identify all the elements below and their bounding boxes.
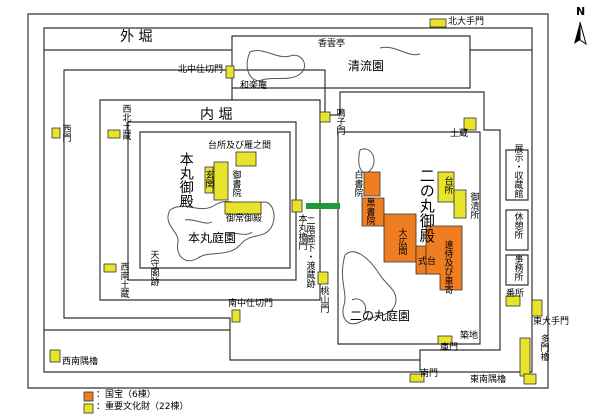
area-gosho: 御書院 <box>230 170 241 197</box>
area-seiryuen: 清流園 <box>348 59 385 73</box>
northwest-tozo-building <box>107 129 121 139</box>
legend-national-text: ：国宝（6棟） <box>96 390 156 400</box>
area-shikidai: 式台 <box>418 257 437 267</box>
north-nakajikiri-building <box>225 65 235 79</box>
gate-honmaru-yagura: 本丸櫓門 <box>296 214 307 250</box>
daidokoro-tsubone-building <box>235 151 257 167</box>
gosho-building <box>213 161 229 201</box>
inner-moat-inner-edge <box>127 121 297 281</box>
southeast-sumi-building <box>523 373 537 385</box>
gate-higashi-otemon: 東大手門 <box>533 317 570 327</box>
area-banjo: 番所 <box>506 289 525 299</box>
shiroshoin-building <box>363 171 381 197</box>
inner-moat-label: 内 堀 <box>200 107 233 123</box>
legend-important-swatch <box>83 403 94 414</box>
legend-important-text: ：重要文化財（22棟） <box>96 402 189 412</box>
genkan-building <box>204 166 214 194</box>
nikai-corridor-bridge <box>306 203 340 209</box>
important-property-buildings <box>49 18 543 385</box>
honmaru-yagura-building <box>291 199 303 213</box>
area-nikai: 二階廊下・渡蔵跡 <box>304 216 315 288</box>
minami-nakajikiri-building <box>231 309 241 323</box>
area-ohiroma: 大広間 <box>396 228 407 255</box>
area-gotsune: 御常御殿 <box>226 214 263 224</box>
outer-moat-label: 外 堀 <box>120 29 153 45</box>
area-daidokoro-tsubone: 台所及び雁之間 <box>208 141 272 151</box>
inner-moat-outer-edge <box>99 99 321 301</box>
area-genkan: 玄関 <box>203 170 214 188</box>
ninomaru-garden <box>341 148 397 325</box>
area-okuresho: 御清所 <box>468 192 479 219</box>
compass-icon <box>574 21 587 46</box>
seiryuen-garden <box>246 46 421 82</box>
area-honmaru-teien: 本丸庭園 <box>188 231 237 245</box>
area-kuroshoin: 黒書院 <box>364 198 375 225</box>
outer-moat-outer-edge <box>27 13 549 389</box>
tamon-building <box>519 337 531 377</box>
outer-moat-inner-edge <box>43 27 533 373</box>
southwest-tozo-building <box>103 263 117 273</box>
turret-southwest-sumi: 西南隅櫓 <box>62 357 99 367</box>
ninomaru-courtyard <box>337 131 481 345</box>
nishi-gate-building <box>51 127 61 139</box>
banjo-building <box>505 295 521 307</box>
kuro-gate-building <box>437 335 453 345</box>
area-kouuntei: 香雲亭 <box>318 39 346 49</box>
okuresho-building <box>453 189 467 219</box>
tozamurai-building <box>425 225 463 291</box>
area-tenshu: 天守閣跡 <box>148 250 159 286</box>
honmaru-wall <box>139 131 291 269</box>
turret-southeast-sumi: 東南隅櫓 <box>470 375 507 385</box>
area-daidokoro: 台所 <box>442 176 453 194</box>
gate-minami: 南門 <box>420 369 439 379</box>
higashi-otemon-building <box>531 299 543 317</box>
turret-southwest: 西南土蔵 <box>118 262 129 298</box>
minami-gate-building <box>409 373 425 383</box>
gate-naruko: 鳴子門 <box>334 108 345 135</box>
national-treasure-buildings <box>361 171 463 291</box>
area-shiroshoin: 白書院 <box>352 170 363 197</box>
gate-north-nakajikiri: 北中仕切門 <box>178 65 224 75</box>
momoyama-building <box>317 271 329 285</box>
naruko-gate-building <box>319 111 331 123</box>
gate-momoyama: 桃山門 <box>318 286 329 313</box>
area-ninomaru-goten: 二の丸御殿 <box>417 168 436 243</box>
compass-label: N <box>576 5 586 18</box>
area-chikuji: 築地 <box>460 331 479 341</box>
tozo-building <box>463 117 477 131</box>
gate-kuro: 庫門 <box>440 343 459 353</box>
area-kyukeijo: 休憩所 <box>512 212 523 239</box>
area-ninomaru-teien: 二の丸庭園 <box>350 309 411 323</box>
southwest-sumi-building <box>49 349 61 363</box>
gate-minami-nakajikiri: 南中仕切門 <box>228 299 274 309</box>
turret-tozo: 土蔵 <box>450 129 469 139</box>
area-tozamurai: 遠侍及び車寄 <box>442 240 453 294</box>
area-jimusho: 事務所 <box>512 254 523 281</box>
gate-north-otemon: 北大手門 <box>448 17 485 27</box>
area-honmaru-goten: 本丸御殿 <box>177 152 194 208</box>
gate-tamon: 多門櫓 <box>538 334 549 361</box>
honmaru-garden <box>167 200 275 262</box>
north-otemon-building <box>429 18 447 28</box>
area-warakuan: 和楽庵 <box>240 81 268 91</box>
area-tenji: 展示・収蔵館 <box>512 144 523 198</box>
daidokoro-building <box>437 171 455 203</box>
gotsune-building <box>224 201 262 215</box>
turret-northwest: 西北土蔵 <box>120 104 131 140</box>
gate-nishi: 西門 <box>60 124 71 142</box>
legend-national-swatch <box>83 391 94 402</box>
